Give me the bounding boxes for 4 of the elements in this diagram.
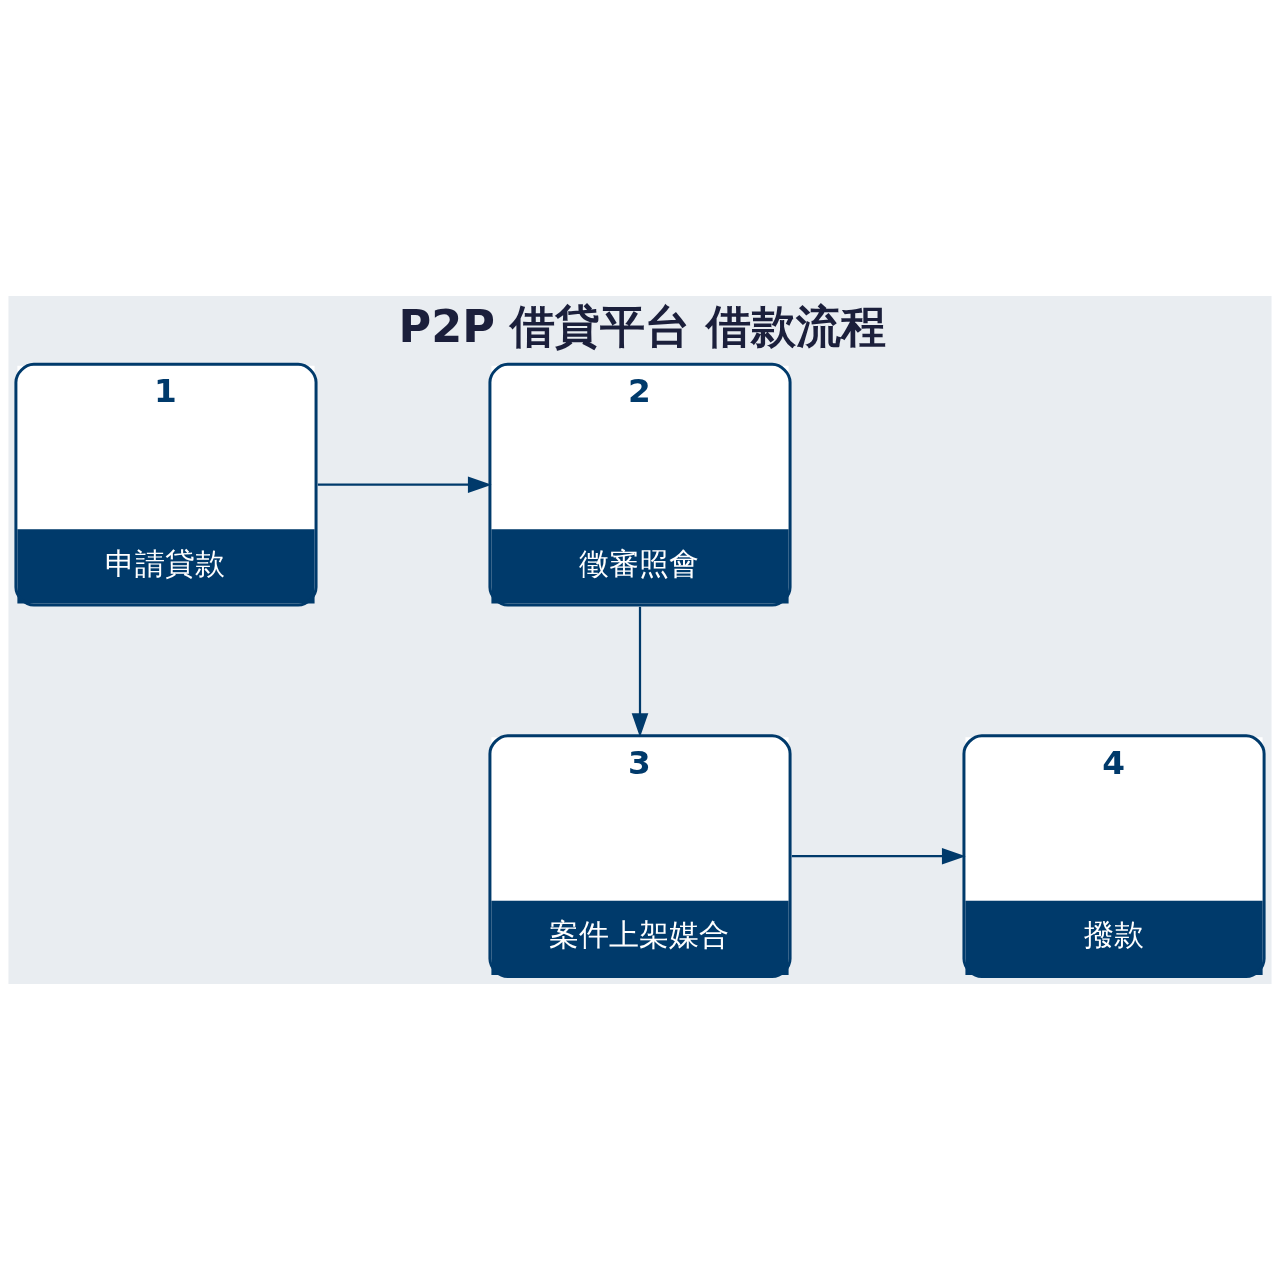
arrow <box>631 606 649 738</box>
diagram-title: P2P 借貸平台 借款流程 <box>398 301 886 354</box>
arrow <box>791 847 966 865</box>
arrow <box>317 476 492 494</box>
